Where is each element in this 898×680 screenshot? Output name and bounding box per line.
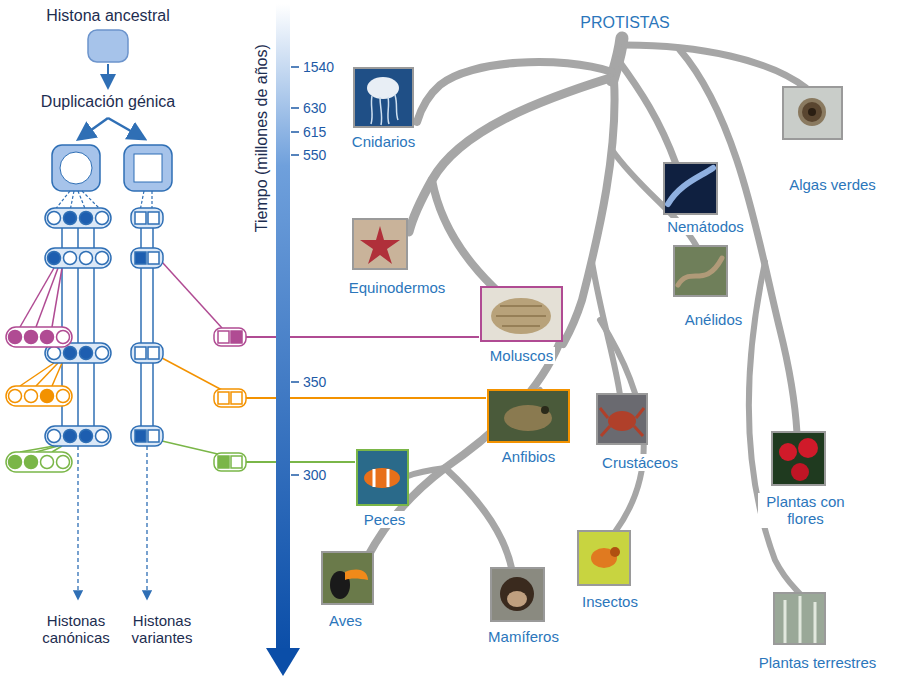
time-tick: 630 [303,100,326,116]
time-tick: 300 [303,467,326,483]
canonical-label: Histonas canónicas [36,612,116,647]
taxon-label: Equinodermos [347,279,448,296]
photo-box: Anfibios [487,389,570,443]
photo-box: Peces [356,449,409,506]
photo-mamiferos [490,567,545,622]
taxon-label: Peces [362,511,408,528]
photo-box: Crustáceos [596,393,648,445]
photo-box: Plantas terrestres [773,592,826,645]
photo-peces [356,449,409,506]
photo-box: Algas verdes [782,86,843,140]
photo-moluscos [480,286,563,342]
photo-algas [782,86,843,140]
photo-anelidos [673,245,728,297]
photo-anfibios [487,389,570,443]
photo-box: Aves [321,551,374,605]
time-tick: 350 [303,374,326,390]
time-tick: 615 [303,124,326,140]
photo-box: Equinodermos [352,218,408,270]
taxon-label: Insectos [580,593,640,610]
taxon-label: Cnidarios [350,133,417,150]
photo-flores [771,431,826,486]
taxon-label: Mamíferos [486,628,561,645]
photo-crustaceos [596,393,648,445]
photo-box: Moluscos [480,286,563,342]
photo-box: Anélidos [673,245,728,297]
taxon-label: Crustáceos [600,454,680,471]
taxon-label: Aves [327,612,364,629]
photo-aves [321,551,374,605]
taxon-label: Anélidos [683,311,745,328]
photo-nematodos [663,162,718,215]
ancestor-label: Histona ancestral [46,7,170,25]
photo-terrestres [773,592,826,645]
photo-equinodermos [352,218,408,270]
taxon-label: Plantas terrestres [757,654,879,671]
photo-box: Cnidarios [353,67,414,128]
photo-box: Plantas con flores [771,431,826,486]
photo-cnidarios [353,67,414,128]
taxon-label: Moluscos [488,347,555,364]
group-title: PROTISTAS [580,14,670,32]
taxon-label: Anfibios [500,448,557,465]
taxon-label: Nemátodos [665,218,746,235]
time-tick: 1540 [303,59,334,75]
axis-title: Tiempo (millones de años) [253,44,271,232]
taxon-label: Algas verdes [787,176,878,193]
time-tick: 550 [303,147,326,163]
photo-box: Nemátodos [663,162,718,215]
photo-insectos [577,530,631,586]
duplication-label: Duplicación génica [41,93,175,111]
taxon-label: Plantas con flores [758,493,854,528]
photo-box: Insectos [577,530,631,586]
photo-box: Mamíferos [490,567,545,622]
variant-label: Histonas variantes [122,612,202,647]
